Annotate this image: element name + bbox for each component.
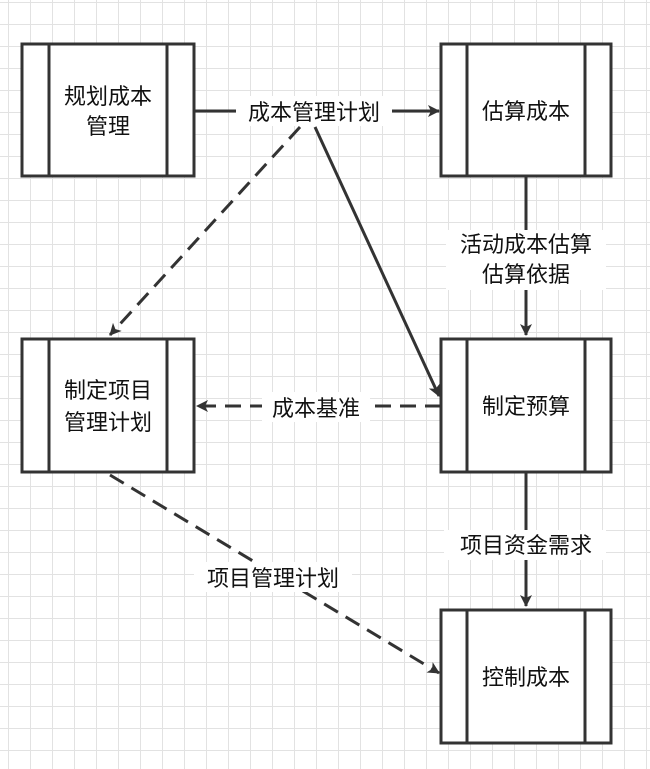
node-label-develop-pm-plan-line2: 管理计划	[64, 411, 152, 436]
node-label-control-costs: 控制成本	[482, 666, 570, 691]
edge-label-bg-pm-plan	[194, 562, 352, 592]
edge-label-cost-mgmt-plan: 成本管理计划	[248, 101, 380, 126]
edge-label-bg-funding	[444, 530, 606, 560]
edge-pm-plan-to-control	[109, 473, 440, 675]
node-label-plan-cost-management-line2: 管理	[86, 115, 130, 140]
node-estimate-costs: 估算成本	[439, 42, 613, 178]
node-develop-pm-plan: 制定项目 管理计划	[20, 337, 196, 474]
edge-label-cost-baseline: 成本基准	[272, 397, 360, 422]
edge-plan-to-pm-plan	[108, 125, 302, 337]
node-determine-budget: 制定预算	[439, 337, 613, 474]
edge-plan-to-budget	[313, 126, 441, 397]
edge-label-activity-estimates: 活动成本估算	[460, 233, 592, 258]
node-label-estimate-costs: 估算成本	[482, 100, 570, 125]
edge-label-funding-requirements: 项目资金需求	[460, 534, 592, 559]
node-control-costs: 控制成本	[439, 608, 613, 745]
node-label-develop-pm-plan-line1: 制定项目	[64, 379, 152, 404]
node-label-plan-cost-management-line1: 规划成本	[64, 85, 152, 110]
edge-label-bg-estimates-basis	[446, 230, 606, 290]
edge-label-bg-cost-baseline	[262, 392, 370, 422]
edge-label-basis-of-estimates: 估算依据	[482, 263, 570, 288]
edge-label-bg-cost-mgmt-plan	[236, 96, 392, 126]
edge-label-pm-plan: 项目管理计划	[207, 567, 339, 592]
node-label-determine-budget: 制定预算	[482, 395, 570, 420]
node-plan-cost-management: 规划成本 管理	[20, 42, 196, 178]
